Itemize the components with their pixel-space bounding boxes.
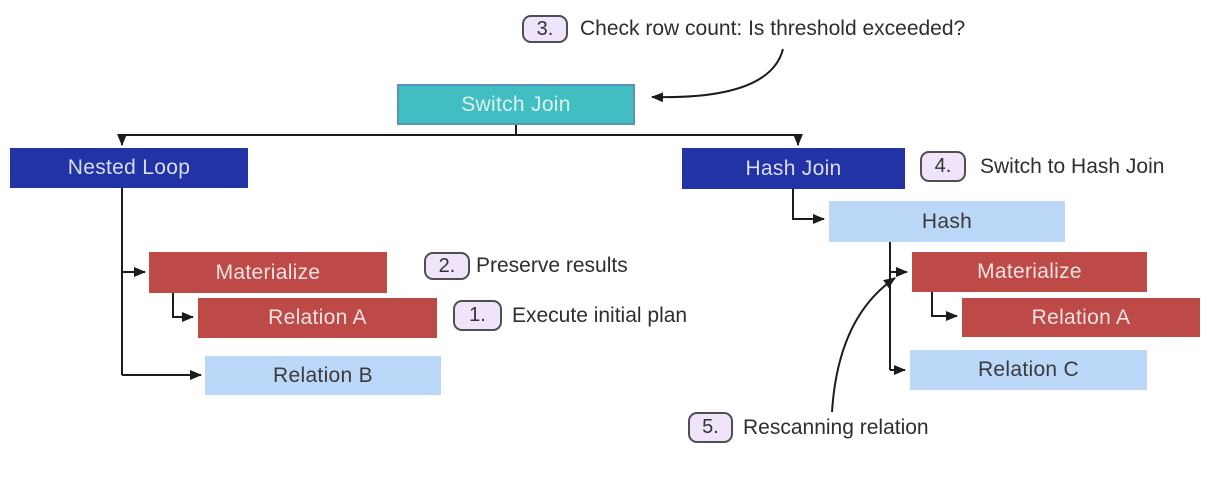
- edge-materialize-left-to-relation-a: [172, 293, 194, 322]
- arrow-check-rowcount-to-switchjoin: [651, 48, 784, 103]
- node-materialize-left: Materialize: [149, 252, 387, 293]
- edge-materialize-right-to-relation-a: [931, 292, 958, 321]
- arrow-rescan-to-materialize: [831, 277, 896, 413]
- node-materialize-right: Materialize: [912, 252, 1147, 292]
- step-text-5: Rescanning relation: [743, 416, 929, 439]
- node-relation-b: Relation B: [205, 356, 441, 395]
- step-text-2: Preserve results: [476, 254, 628, 277]
- node-hash-join: Hash Join: [682, 148, 905, 189]
- node-hash: Hash: [829, 201, 1065, 242]
- edge-hashjoin-to-hash: [792, 189, 825, 224]
- node-switch-join: Switch Join: [397, 84, 635, 125]
- node-relation-c: Relation C: [910, 350, 1147, 390]
- step-text-4: Switch to Hash Join: [980, 154, 1165, 178]
- step-badge-4: 4.: [920, 151, 966, 182]
- node-relation-a-left: Relation A: [198, 298, 437, 338]
- step-text-1: Execute initial plan: [512, 303, 688, 327]
- step-badge-5: 5.: [688, 412, 733, 443]
- step-text-3: Check row count: Is threshold exceeded?: [580, 17, 966, 40]
- node-nested-loop: Nested Loop: [10, 148, 248, 188]
- step-badge-2: 2.: [424, 252, 470, 280]
- node-relation-a-right: Relation A: [962, 298, 1200, 337]
- step-badge-3: 3.: [522, 15, 568, 43]
- step-badge-1: 1.: [453, 300, 502, 331]
